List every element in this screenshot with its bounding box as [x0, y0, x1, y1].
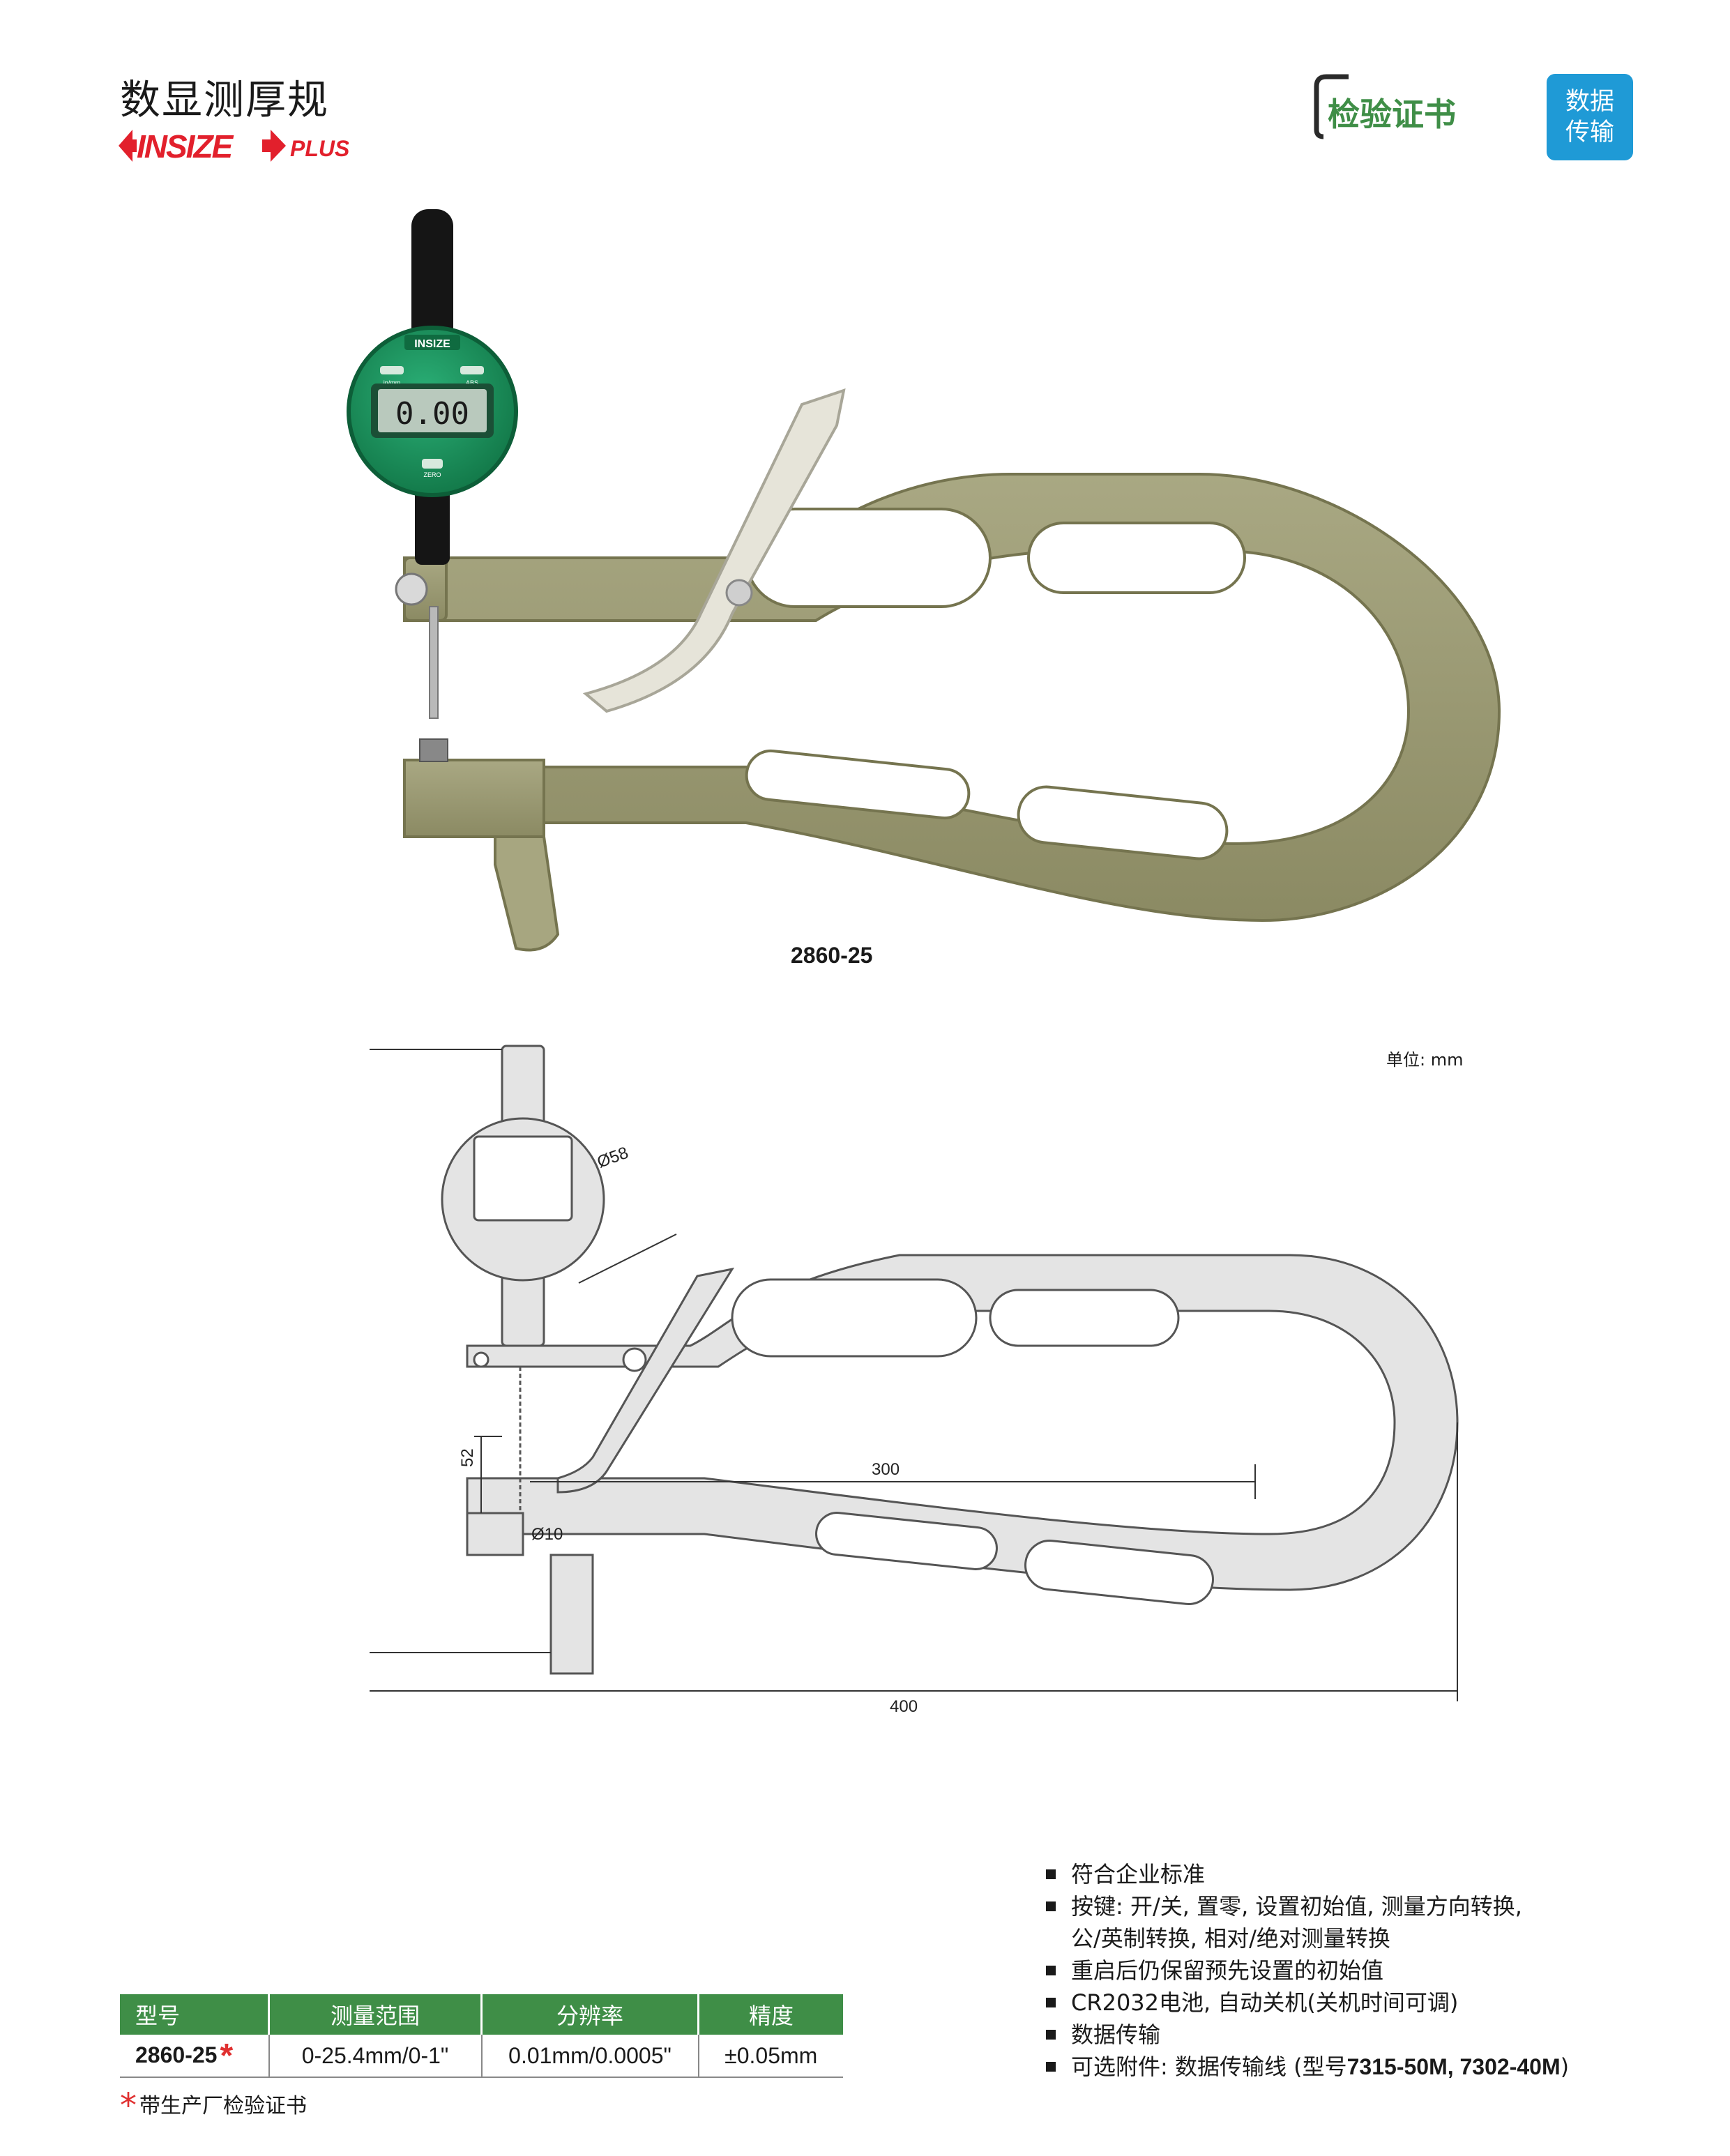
- spec-table: 型号 测量范围 分辨率 精度 2860-25* 0-25.4mm/0-1" 0.…: [120, 1994, 843, 2078]
- cell-accuracy: ±0.05mm: [698, 2035, 843, 2078]
- svg-text:INSIZE: INSIZE: [137, 128, 234, 165]
- svg-text:Ø58: Ø58: [595, 1144, 631, 1172]
- feature-item-continuation: 公/英制转换, 相对/绝对测量转换: [1071, 1925, 1390, 1952]
- feature-list: 符合企业标准 按键: 开/关, 置零, 设置初始值, 测量方向转换, 公/英制转…: [1046, 1858, 1569, 2083]
- footnote-star-icon: *: [120, 2086, 137, 2125]
- data-button-line2: 传输: [1565, 119, 1614, 146]
- feature-item: 重启后仍保留预先设置的初始值: [1046, 1954, 1569, 1987]
- inmm-button[interactable]: [380, 366, 404, 374]
- header-resolution: 分辨率: [481, 1994, 699, 2035]
- svg-text:52: 52: [458, 1448, 477, 1467]
- zero-button[interactable]: [422, 459, 443, 469]
- feature-item-accessory: 可选附件: 数据传输线 (型号7315-50M, 7302-40M): [1046, 2051, 1569, 2083]
- footnote: *带生产厂检验证书: [120, 2086, 307, 2125]
- footnote-text: 带生产厂检验证书: [139, 2094, 307, 2118]
- svg-text:in/mm: in/mm: [384, 379, 401, 386]
- product-photo: INSIZE in/mm ABS 0.00 ZERO: [347, 209, 1501, 952]
- svg-text:300: 300: [872, 1460, 900, 1479]
- table-row: 2860-25* 0-25.4mm/0-1" 0.01mm/0.0005" ±0…: [120, 2035, 843, 2078]
- accessory-suffix: ): [1560, 2053, 1570, 2080]
- svg-text:ZERO: ZERO: [423, 471, 441, 478]
- cell-range: 0-25.4mm/0-1": [268, 2035, 483, 2078]
- abs-button[interactable]: [460, 366, 484, 374]
- data-transfer-button[interactable]: 数据 传输: [1547, 74, 1633, 160]
- data-button-line1: 数据: [1565, 88, 1614, 116]
- page-title: 数显测厚规: [120, 76, 330, 123]
- cell-resolution: 0.01mm/0.0005": [481, 2035, 699, 2078]
- cell-model: 2860-25*: [120, 2035, 270, 2078]
- photo-model-caption: 2860-25: [791, 943, 873, 968]
- header-range: 测量范围: [268, 1994, 483, 2035]
- svg-text:Ø10: Ø10: [531, 1525, 563, 1544]
- svg-text:INSIZE: INSIZE: [414, 338, 450, 350]
- svg-text:400: 400: [890, 1697, 918, 1716]
- header-accuracy: 精度: [698, 1994, 843, 2035]
- feature-item: 数据传输: [1046, 2019, 1569, 2051]
- table-header-row: 型号 测量范围 分辨率 精度: [120, 1994, 843, 2035]
- svg-text:0.00: 0.00: [395, 396, 469, 432]
- feature-item: 按键: 开/关, 置零, 设置初始值, 测量方向转换,: [1046, 1890, 1569, 1922]
- feature-item: 符合企业标准: [1046, 1858, 1569, 1890]
- inspection-certificate-badge: 检验证书: [1314, 74, 1456, 139]
- dimension-drawing: 250 Ø58 52 300 Ø10 400: [370, 1045, 1459, 1716]
- unit-label: 单位: mm: [1386, 1050, 1464, 1070]
- accessory-prefix: 可选附件: 数据传输线 (型号: [1071, 2053, 1347, 2080]
- model-number: 2860-25: [135, 2042, 218, 2067]
- insize-plus-logo: INSIZE PLUS: [119, 128, 349, 165]
- accessory-models: 7315-50M, 7302-40M: [1346, 2054, 1561, 2079]
- feature-item: CR2032电池, 自动关机(关机时间可调): [1046, 1987, 1569, 2019]
- svg-text:PLUS: PLUS: [290, 136, 349, 161]
- svg-text:ABS: ABS: [466, 379, 478, 386]
- certificate-star-icon: *: [220, 2037, 234, 2074]
- svg-text:检验证书: 检验证书: [1328, 96, 1456, 133]
- lcd-display: [378, 389, 487, 432]
- header-model: 型号: [120, 1994, 270, 2035]
